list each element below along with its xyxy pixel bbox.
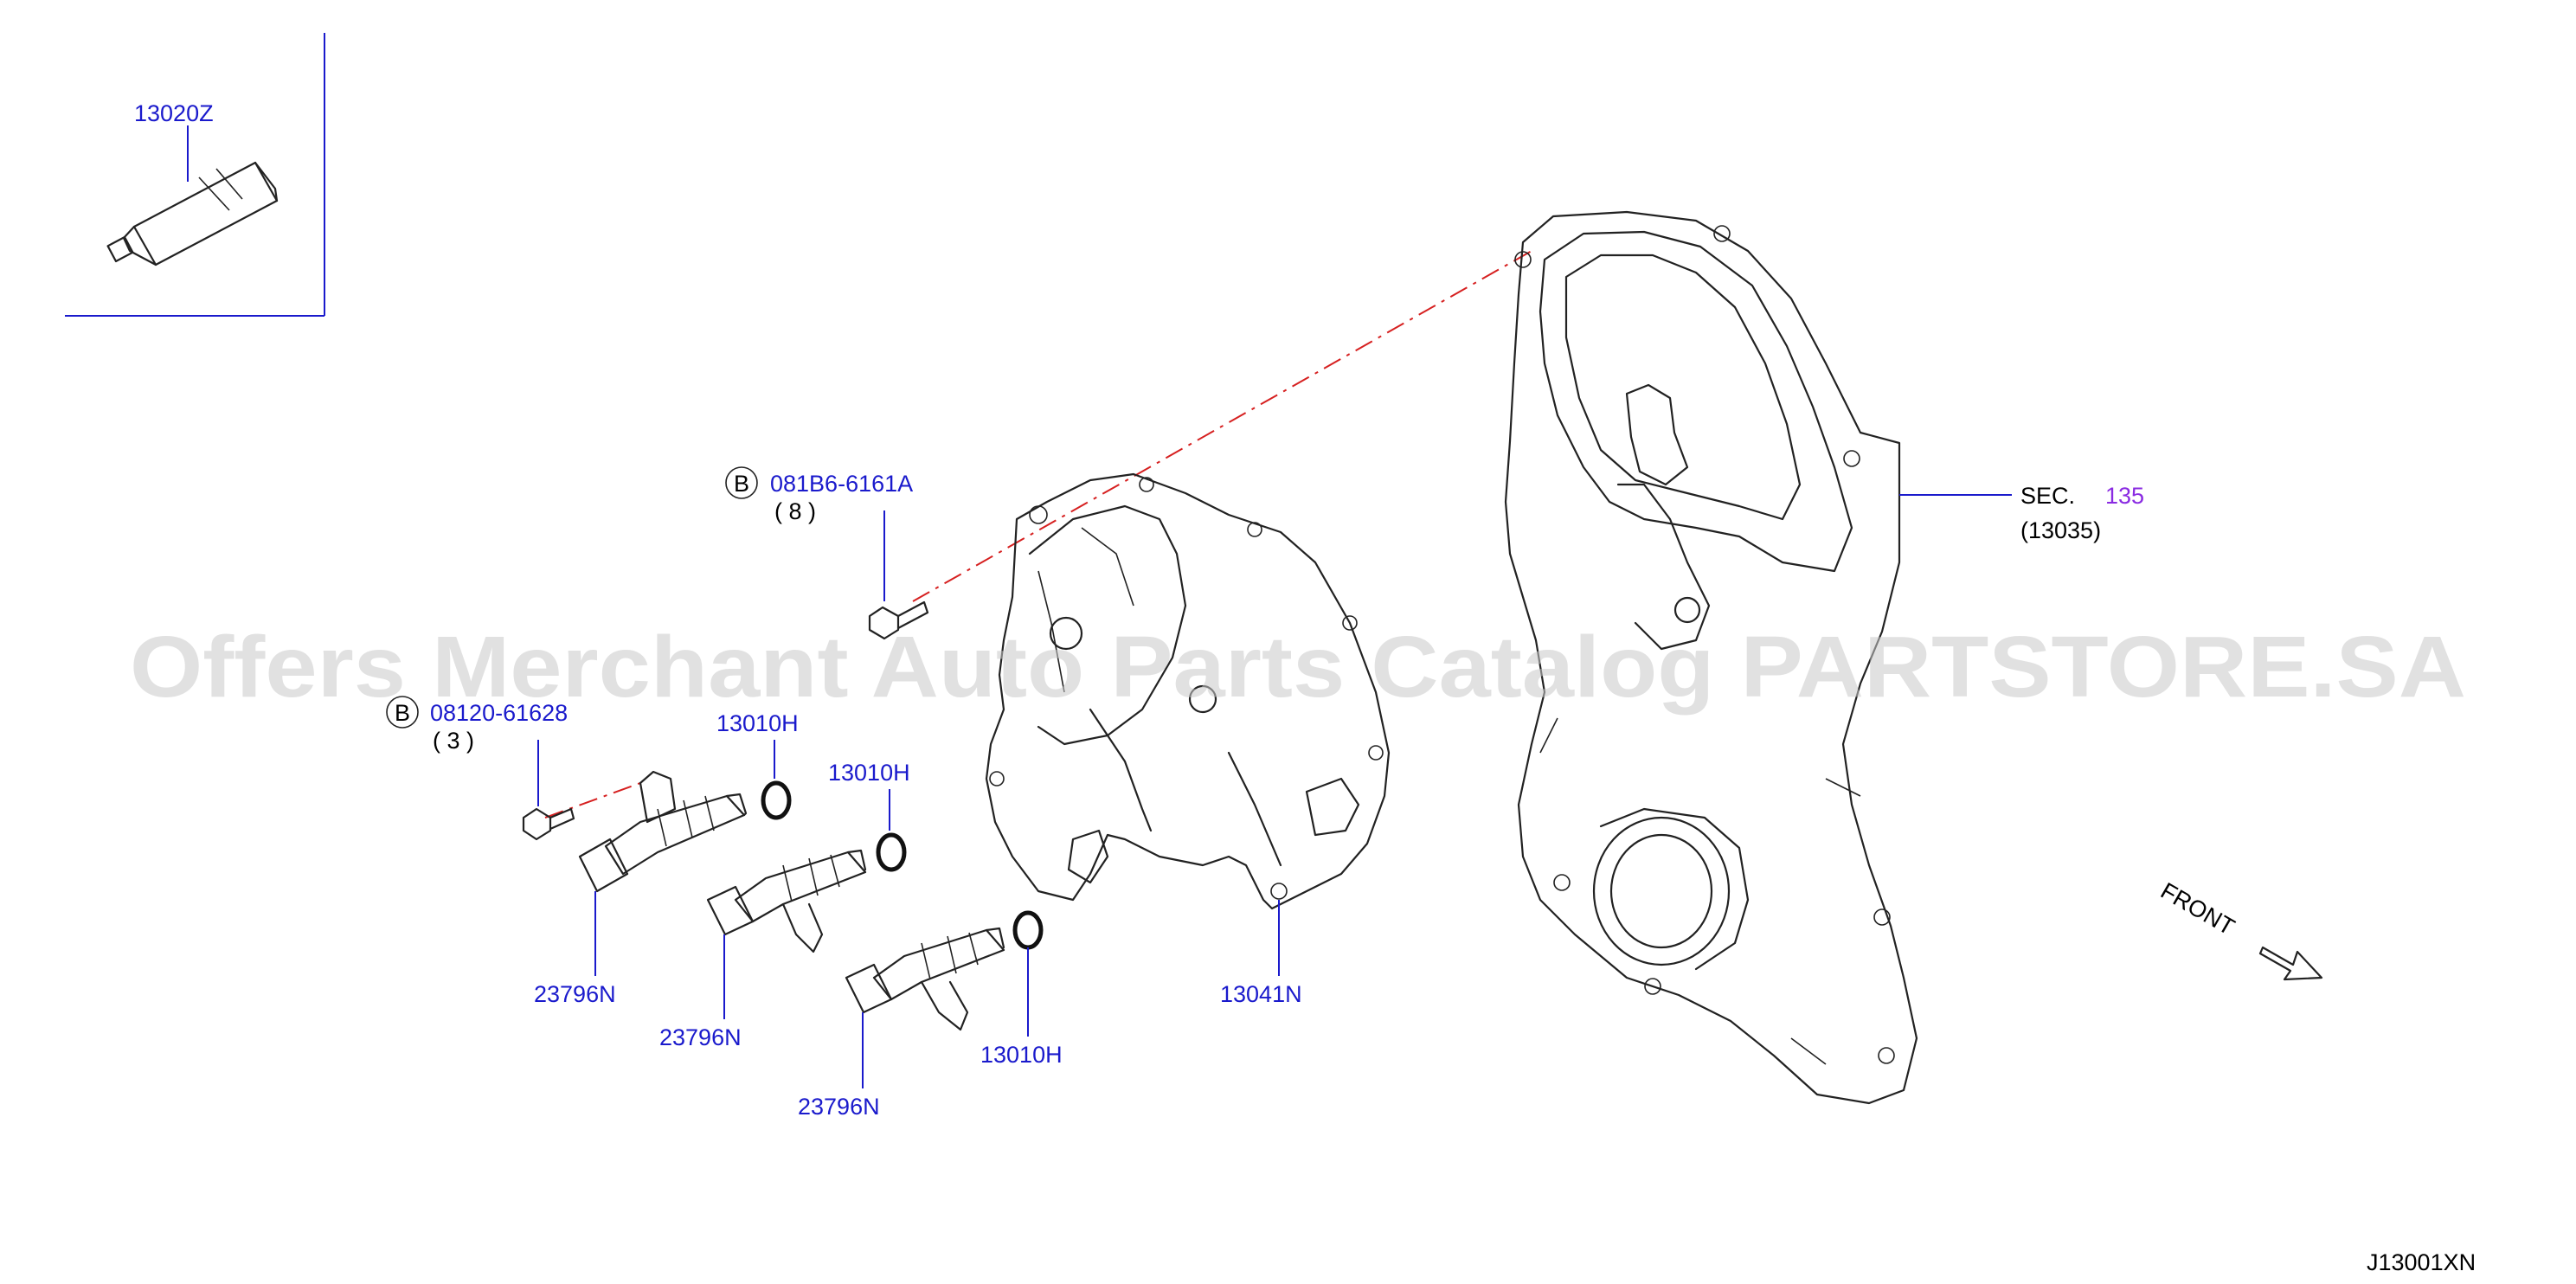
diagram-code: J13001XN: [2367, 1249, 2476, 1275]
bolt-icon: [868, 600, 929, 640]
bolt-08120-61628: B 08120-61628 ( 3 ): [386, 696, 575, 841]
sealant-inset: 13020Z: [65, 33, 325, 317]
front-label: FRONT: [2156, 877, 2239, 940]
oring-1: 13010H: [716, 710, 799, 820]
oring-3: 13010H: [980, 910, 1063, 1068]
bolt-marker-b-2: B: [395, 700, 410, 726]
solenoid-valve-1: 23796N: [534, 770, 748, 1007]
front-arrow-icon: [2258, 946, 2323, 981]
part-13041N-label[interactable]: 13041N: [1220, 981, 1302, 1007]
bolt-081B6-6161A: B 081B6-6161A ( 8 ): [725, 466, 929, 640]
timing-chain-case: SEC. 135 (13035): [1504, 210, 2144, 1105]
part-081B6-6161A-label[interactable]: 081B6-6161A: [770, 471, 913, 497]
front-cover-assembly: 13041N: [985, 472, 1391, 1007]
bolt-icon-small: [522, 807, 575, 841]
sec-sub-label: (13035): [2020, 517, 2101, 543]
sec-135-link[interactable]: 135: [2105, 483, 2144, 509]
bolt-marker-b-1: B: [734, 471, 749, 497]
solenoid-valve-2: 23796N: [659, 849, 867, 1050]
watermark-text: Offers Merchant Auto Parts Catalog PARTS…: [130, 619, 2466, 716]
part-23796N-label-1[interactable]: 23796N: [534, 981, 616, 1007]
bolt-front-cover-qty: ( 8 ): [774, 498, 816, 524]
sec-prefix-label: SEC.: [2020, 483, 2075, 509]
part-13010H-label-2[interactable]: 13010H: [828, 760, 910, 786]
sealant-tube-icon: [106, 161, 279, 266]
front-direction-indicator: FRONT: [2156, 877, 2323, 981]
part-13010H-label-1[interactable]: 13010H: [716, 710, 799, 736]
part-13010H-label-3[interactable]: 13010H: [980, 1042, 1063, 1068]
part-23796N-label-3[interactable]: 23796N: [798, 1094, 880, 1120]
part-08120-61628-label[interactable]: 08120-61628: [430, 700, 568, 726]
solenoid-valve-3: 23796N: [798, 927, 1005, 1120]
part-13020Z-label[interactable]: 13020Z: [134, 100, 214, 126]
part-23796N-label-2[interactable]: 23796N: [659, 1024, 742, 1050]
bolt-solenoid-qty: ( 3 ): [433, 728, 474, 754]
oring-2: 13010H: [828, 760, 910, 872]
